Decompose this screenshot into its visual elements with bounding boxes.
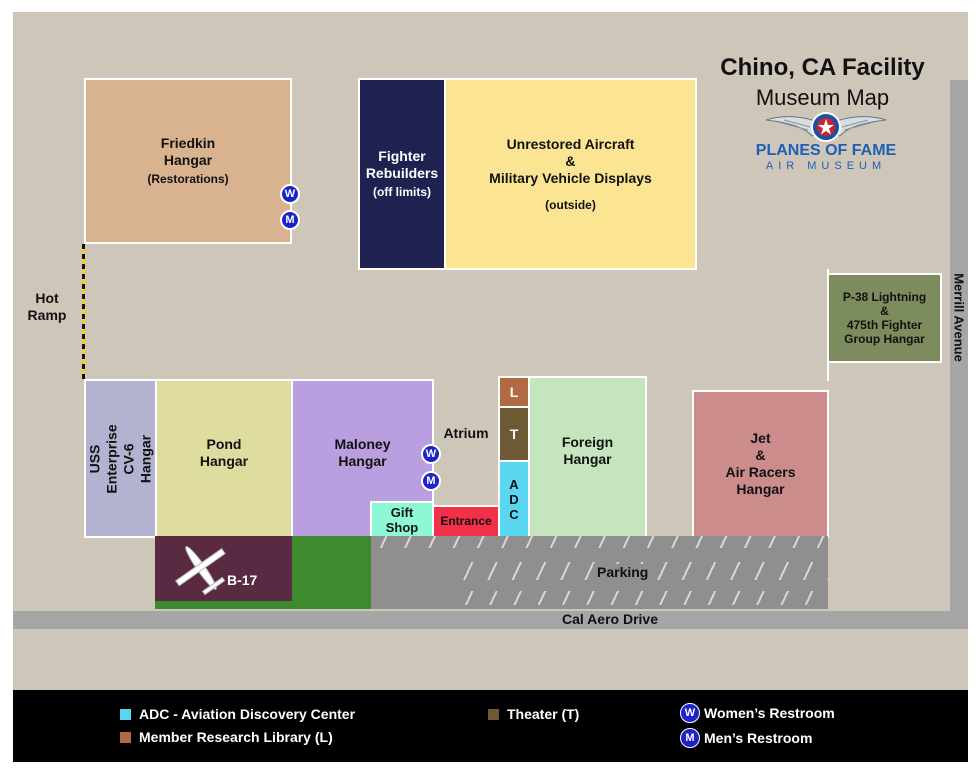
aviation-discovery-center[interactable]: A D C xyxy=(498,460,530,538)
fighter-rebuilders-building[interactable]: Fighter Rebuilders (off limits) xyxy=(358,78,446,270)
merrill-avenue-road xyxy=(950,80,968,612)
adc-label: A D C xyxy=(509,476,519,522)
gift-shop[interactable]: Gift Shop xyxy=(370,501,434,538)
legend-womens-restroom: W Women’s Restroom xyxy=(680,703,835,723)
cal-aero-drive-road xyxy=(13,611,968,629)
p38-hangar-label: P-38 Lightning & 475th Fighter Group Han… xyxy=(842,290,927,346)
legend-womens-restroom-label: Women’s Restroom xyxy=(704,704,835,721)
foreign-hangar-label: Foreign Hangar xyxy=(561,434,614,467)
maloney-womens-restroom-icon[interactable]: W xyxy=(421,444,441,464)
b17-display[interactable]: B-17 xyxy=(155,536,292,601)
map-legend: ADC - Aviation Discovery Center Member R… xyxy=(13,690,968,762)
legend-adc-swatch xyxy=(120,709,131,720)
uss-enterprise-hangar[interactable]: USS Enterprise CV-6 Hangar xyxy=(84,379,157,538)
parking-lot[interactable]: Parking xyxy=(371,536,828,609)
friedkin-womens-restroom-icon[interactable]: W xyxy=(280,184,300,204)
northeast-lot xyxy=(697,80,948,269)
pond-hangar-label: Pond Hangar xyxy=(199,435,249,469)
unrestored-aircraft-label: Unrestored Aircraft & Military Vehicle D… xyxy=(489,135,652,186)
legend-mens-restroom: M Men’s Restroom xyxy=(680,728,812,748)
member-research-library[interactable]: L xyxy=(498,376,530,408)
unrestored-aircraft-note: (outside) xyxy=(545,197,596,212)
unrestored-aircraft-area[interactable]: Unrestored Aircraft & Military Vehicle D… xyxy=(444,78,697,270)
theater-label: T xyxy=(509,425,519,442)
fighter-rebuilders-note: (off limits) xyxy=(373,185,431,199)
pond-hangar[interactable]: Pond Hangar xyxy=(155,379,293,538)
friedkin-hangar[interactable]: Friedkin Hangar (Restorations) xyxy=(84,78,292,244)
map-title: Chino, CA Facility xyxy=(720,54,925,81)
p38-hangar[interactable]: P-38 Lightning & 475th Fighter Group Han… xyxy=(827,273,942,363)
maloney-mens-restroom-icon[interactable]: M xyxy=(421,471,441,491)
legend-theater-swatch xyxy=(488,709,499,720)
hot-ramp-label: Hot Ramp xyxy=(27,290,67,323)
gift-shop-label: Gift Shop xyxy=(385,504,419,535)
legend-theater: Theater (T) xyxy=(488,706,579,723)
friedkin-mens-restroom-icon[interactable]: M xyxy=(280,210,300,230)
parking-label: Parking xyxy=(593,564,653,581)
entrance[interactable]: Entrance xyxy=(432,505,500,538)
friedkin-hangar-label: Friedkin Hangar xyxy=(160,135,216,168)
entrance-label: Entrance xyxy=(440,514,492,528)
legend-mens-restroom-icon: M xyxy=(680,728,700,748)
legend-womens-restroom-icon: W xyxy=(680,703,700,723)
logo-tagline: AIR MUSEUM xyxy=(765,160,887,172)
fighter-rebuilders-label: Fighter Rebuilders xyxy=(365,148,439,181)
atrium-label: Atrium xyxy=(443,425,489,441)
library-label: L xyxy=(509,383,519,400)
legend-theater-label: Theater (T) xyxy=(507,706,580,722)
friedkin-hangar-note: (Restorations) xyxy=(147,172,229,186)
parking-stalls-bottom xyxy=(457,591,828,605)
legend-mens-restroom-label: Men’s Restroom xyxy=(704,729,813,746)
merrill-avenue-label: Merrill Avenue xyxy=(951,273,967,362)
b17-label: B-17 xyxy=(227,572,258,588)
legend-library-label: Member Research Library (L) xyxy=(139,729,333,745)
legend-library: Member Research Library (L) xyxy=(120,729,333,746)
jet-air-racers-hangar[interactable]: Jet & Air Racers Hangar xyxy=(692,390,829,538)
hot-ramp-fence xyxy=(82,244,85,380)
map-subtitle: Museum Map xyxy=(755,85,890,110)
legend-library-swatch xyxy=(120,732,131,743)
foreign-hangar[interactable]: Foreign Hangar xyxy=(528,376,647,538)
logo-name: PLANES OF FAME xyxy=(755,142,897,159)
theater[interactable]: T xyxy=(498,406,530,462)
legend-adc: ADC - Aviation Discovery Center xyxy=(120,706,355,723)
jet-hangar-label: Jet & Air Racers Hangar xyxy=(725,430,796,497)
maloney-hangar-label: Maloney Hangar xyxy=(334,435,391,469)
uss-enterprise-label: USS Enterprise CV-6 Hangar xyxy=(86,423,154,494)
b17-airplane-icon xyxy=(175,546,226,596)
cal-aero-drive-label: Cal Aero Drive xyxy=(562,611,658,627)
planes-of-fame-wings-icon xyxy=(765,112,887,142)
legend-adc-label: ADC - Aviation Discovery Center xyxy=(139,706,356,722)
